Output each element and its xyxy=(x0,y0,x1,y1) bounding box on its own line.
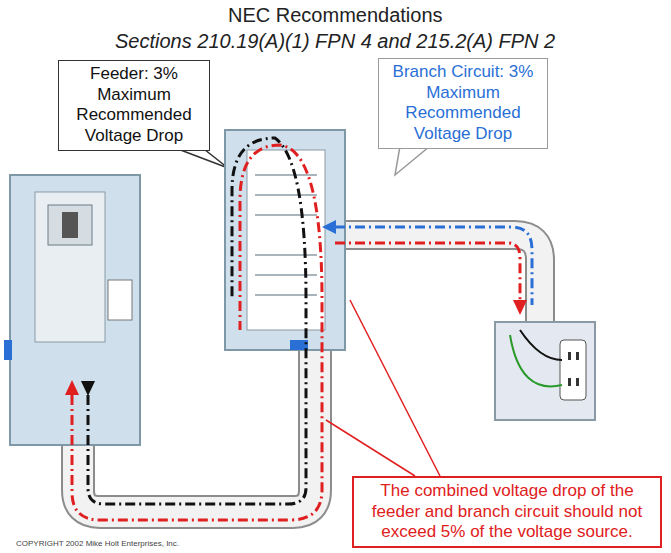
receptacle xyxy=(560,340,586,400)
breaker xyxy=(48,205,92,245)
callout-box: Feeder: 3% Maximum Recommended Voltage D… xyxy=(58,60,210,151)
leader-line xyxy=(350,300,440,476)
leader-line xyxy=(326,420,415,476)
feeder-wire xyxy=(72,145,322,520)
panelboard xyxy=(225,130,345,350)
branch-wire xyxy=(335,227,532,305)
breaker-handle xyxy=(62,212,78,238)
title: NEC Recommendations xyxy=(228,4,443,27)
callout-text: Feeder: 3% Maximum Recommended Voltage D… xyxy=(65,64,203,147)
feeder-wire xyxy=(88,138,306,504)
panel-interior xyxy=(247,150,325,330)
branch-wire xyxy=(335,243,520,300)
callout-box: The combined voltage drop of the feeder … xyxy=(352,476,662,548)
breaker xyxy=(35,192,105,342)
wire xyxy=(520,330,562,360)
conduit xyxy=(335,235,540,325)
arrowhead xyxy=(513,300,527,315)
arrowhead xyxy=(81,381,95,396)
breaker-row xyxy=(255,175,317,295)
callout-box: Branch Circuit: 3% Maximum Recommended V… xyxy=(378,58,548,149)
arrowhead xyxy=(65,380,79,395)
outlet-box xyxy=(495,322,595,420)
arrowhead xyxy=(322,220,336,234)
conduit xyxy=(335,235,540,325)
callout-text: Branch Circuit: 3% Maximum Recommended V… xyxy=(385,62,541,145)
ground-bar xyxy=(4,340,12,360)
disconnect-enclosure xyxy=(10,175,140,445)
ground-wire xyxy=(510,335,562,386)
terminal xyxy=(108,280,132,320)
callout-tail xyxy=(395,146,430,175)
subtitle: Sections 210.19(A)(1) FPN 4 and 215.2(A)… xyxy=(115,30,555,53)
callout-text: The combined voltage drop of the feeder … xyxy=(360,481,654,543)
copyright-note: COPYRIGHT 2002 Mike Holt Enterprises, In… xyxy=(16,539,179,548)
